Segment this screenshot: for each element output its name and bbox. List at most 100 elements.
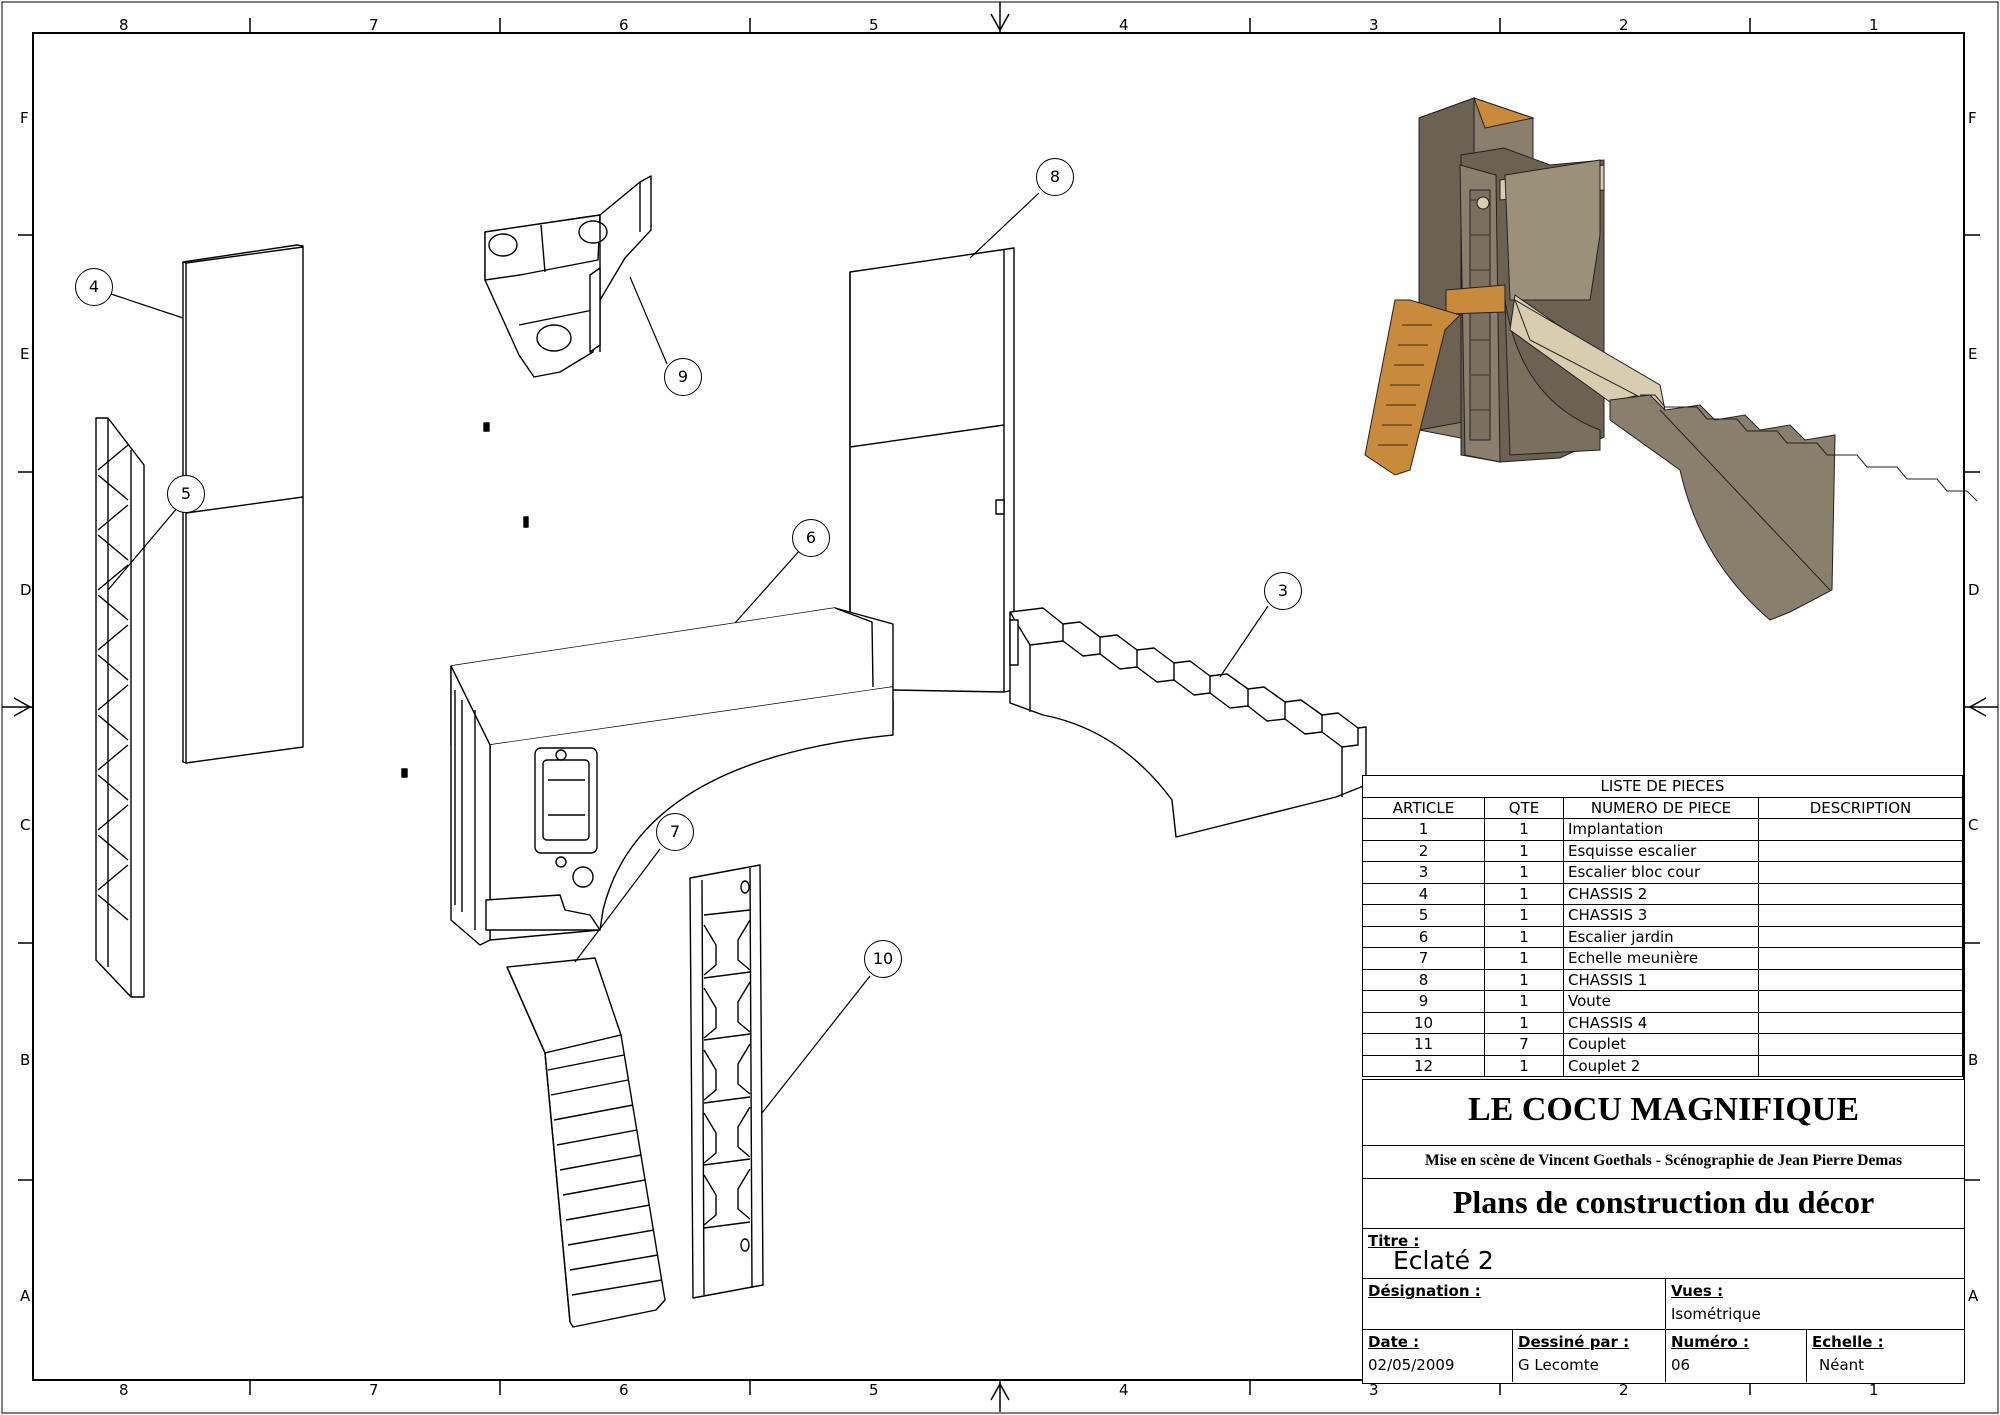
designation-row: Désignation : Vues : Isométrique: [1363, 1279, 1964, 1330]
title-block: LE COCU MAGNIFIQUE Mise en scène de Vinc…: [1362, 1079, 1965, 1384]
cell-qte: 1: [1484, 1054, 1564, 1077]
zone-label-top-6: 6: [619, 16, 629, 34]
cell-description: [1758, 1054, 1963, 1077]
part-escalier-jardin: [450, 607, 894, 946]
cell-description: [1758, 818, 1963, 841]
cell-piece: Implantation: [1563, 818, 1759, 841]
zone-label-right-f: F: [1968, 109, 1977, 127]
credits-row: Mise en scène de Vincent Goethals - Scén…: [1363, 1146, 1964, 1179]
cell-piece: Echelle meunière: [1563, 947, 1759, 970]
designation-cell: Désignation :: [1363, 1279, 1666, 1329]
cell-article: 10: [1362, 1011, 1485, 1034]
assembly-render: [1364, 97, 1978, 621]
zone-label-left-f: F: [20, 109, 29, 127]
cell-qte: 1: [1484, 925, 1564, 948]
date-value: 02/05/2009: [1368, 1356, 1455, 1374]
cell-qte: 1: [1484, 904, 1564, 927]
cell-description: [1758, 925, 1963, 948]
parts-list-table: LISTE DE PIECES ARTICLE QTE NUMERO DE PI…: [1362, 775, 1963, 1077]
vues-value: Isométrique: [1671, 1305, 1761, 1323]
part-voute: [484, 175, 652, 378]
echelle-cell: Echelle : Néant: [1807, 1330, 1964, 1382]
numero-cell: Numéro : 06: [1666, 1330, 1807, 1382]
titre-label: Titre :: [1368, 1232, 1420, 1250]
column-header-numero: NUMERO DE PIECE: [1563, 796, 1759, 819]
zone-label-left-e: E: [20, 345, 30, 363]
zone-label-top-1: 1: [1869, 16, 1879, 34]
date-cell: Date : 02/05/2009: [1363, 1330, 1513, 1382]
callout-4: 4: [75, 268, 113, 306]
cell-qte: 1: [1484, 968, 1564, 991]
titre-row: Titre : Eclaté 2: [1363, 1229, 1964, 1279]
zone-label-left-b: B: [20, 1051, 31, 1069]
cell-qte: 1: [1484, 818, 1564, 841]
dessine-label: Dessiné par :: [1518, 1333, 1630, 1351]
callout-9: 9: [664, 358, 702, 396]
leader-lines: [107, 192, 1269, 1114]
zone-label-bottom-3: 3: [1369, 1381, 1379, 1399]
cell-article: 6: [1362, 925, 1485, 948]
cell-piece: Couplet 2: [1563, 1054, 1759, 1077]
cell-article: 7: [1362, 947, 1485, 970]
callout-8: 8: [1036, 158, 1074, 196]
cell-piece: Escalier jardin: [1563, 925, 1759, 948]
callout-5: 5: [167, 475, 205, 513]
zone-label-bottom-1: 1: [1869, 1381, 1879, 1399]
project-row: LE COCU MAGNIFIQUE: [1363, 1080, 1964, 1146]
cell-qte: 1: [1484, 990, 1564, 1013]
parts-list-title-row: LISTE DE PIECES: [1362, 775, 1963, 798]
zone-label-right-a: A: [1968, 1287, 1979, 1305]
part-echelle-meuniere: [506, 957, 666, 1328]
column-header-article: ARTICLE: [1362, 796, 1485, 819]
zone-label-top-4: 4: [1119, 16, 1129, 34]
cell-qte: 1: [1484, 947, 1564, 970]
cell-piece: Escalier bloc cour: [1563, 861, 1759, 884]
cell-description: [1758, 882, 1963, 905]
cell-article: 12: [1362, 1054, 1485, 1077]
cell-qte: 7: [1484, 1033, 1564, 1056]
vues-label: Vues :: [1671, 1282, 1724, 1300]
parts-list-header-row: ARTICLE QTE NUMERO DE PIECE DESCRIPTION: [1362, 796, 1963, 819]
zone-label-bottom-8: 8: [119, 1381, 129, 1399]
info-row: Date : 02/05/2009 Dessiné par : G Lecomt…: [1363, 1330, 1964, 1382]
cell-piece: Esquisse escalier: [1563, 839, 1759, 862]
cell-qte: 1: [1484, 861, 1564, 884]
zone-label-top-3: 3: [1369, 16, 1379, 34]
part-chassis-4: [689, 864, 764, 1299]
zone-label-top-8: 8: [119, 16, 129, 34]
cell-piece: CHASSIS 1: [1563, 968, 1759, 991]
dessine-value: G Lecomte: [1518, 1356, 1599, 1374]
parts-list-title: LISTE DE PIECES: [1362, 775, 1963, 798]
cell-description: [1758, 861, 1963, 884]
cell-article: 4: [1362, 882, 1485, 905]
zone-label-bottom-6: 6: [619, 1381, 629, 1399]
dessine-cell: Dessiné par : G Lecomte: [1513, 1330, 1666, 1382]
part-chassis-3: [95, 417, 145, 998]
cell-description: [1758, 839, 1963, 862]
column-header-qte: QTE: [1484, 796, 1564, 819]
column-header-description: DESCRIPTION: [1758, 796, 1963, 819]
zone-label-top-5: 5: [869, 16, 879, 34]
part-chassis-2: [182, 244, 304, 764]
numero-value: 06: [1671, 1356, 1691, 1374]
cell-article: 2: [1362, 839, 1485, 862]
cell-article: 8: [1362, 968, 1485, 991]
zone-label-left-a: A: [20, 1287, 31, 1305]
callout-6: 6: [792, 519, 830, 557]
cell-qte: 1: [1484, 882, 1564, 905]
zone-label-right-d: D: [1968, 581, 1980, 599]
echelle-value: Néant: [1819, 1356, 1865, 1374]
